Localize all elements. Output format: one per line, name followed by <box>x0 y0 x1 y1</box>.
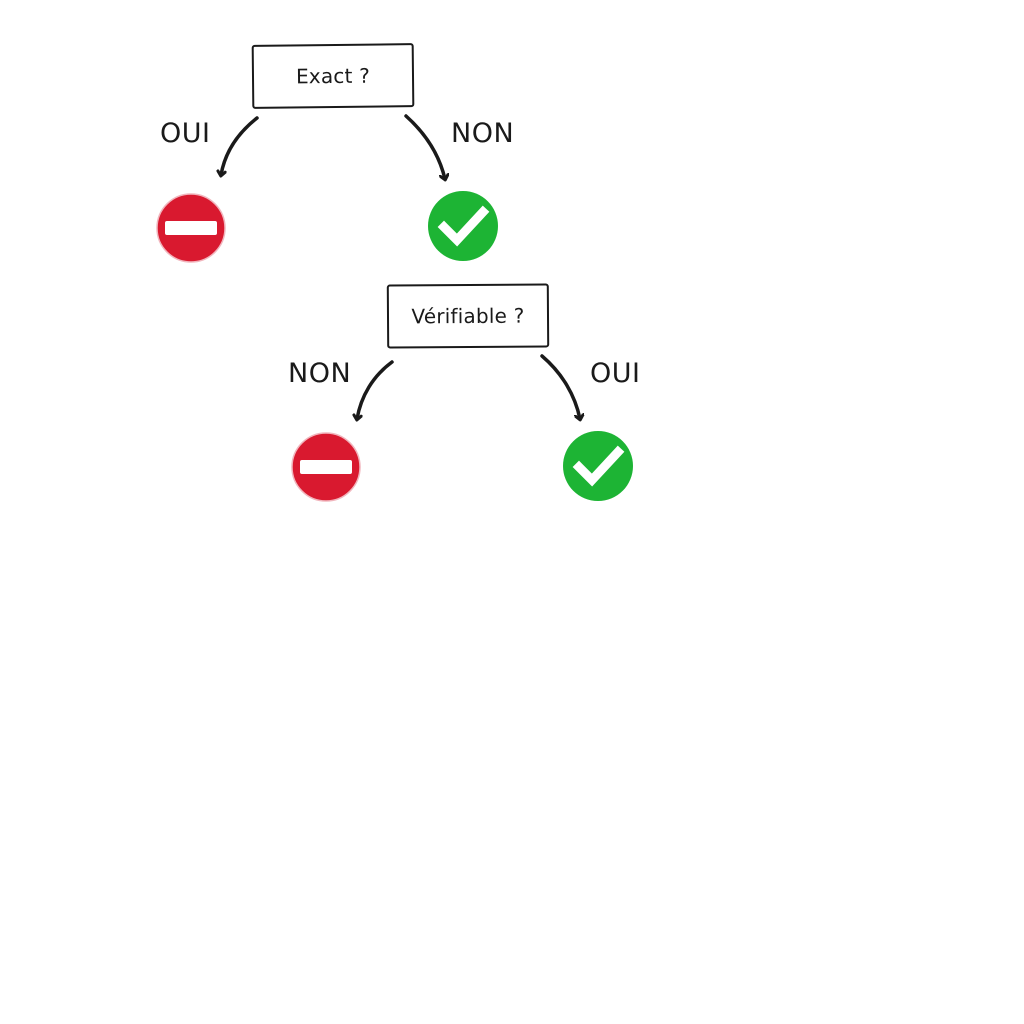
decision-node-label: Exact ? <box>295 63 371 89</box>
decision-node-exact: Exact ? <box>251 43 415 109</box>
arrow-q2-left <box>357 360 394 419</box>
arrow-q1-right <box>404 114 445 179</box>
edge-label-q2-oui: OUI <box>590 358 641 389</box>
decision-node-verifiable: Vérifiable ? <box>386 283 550 349</box>
arrow-q2-right <box>540 354 580 419</box>
edge-label-q1-non: NON <box>451 118 515 149</box>
decision-node-label: Vérifiable ? <box>411 303 525 329</box>
check-icon <box>428 191 498 261</box>
edge-label-q2-non: NON <box>288 358 352 389</box>
arrow-q1-left <box>221 116 259 175</box>
no-entry-icon <box>291 432 361 502</box>
check-icon <box>563 431 633 501</box>
edge-label-q1-oui: OUI <box>160 118 211 149</box>
no-entry-icon <box>156 193 226 263</box>
